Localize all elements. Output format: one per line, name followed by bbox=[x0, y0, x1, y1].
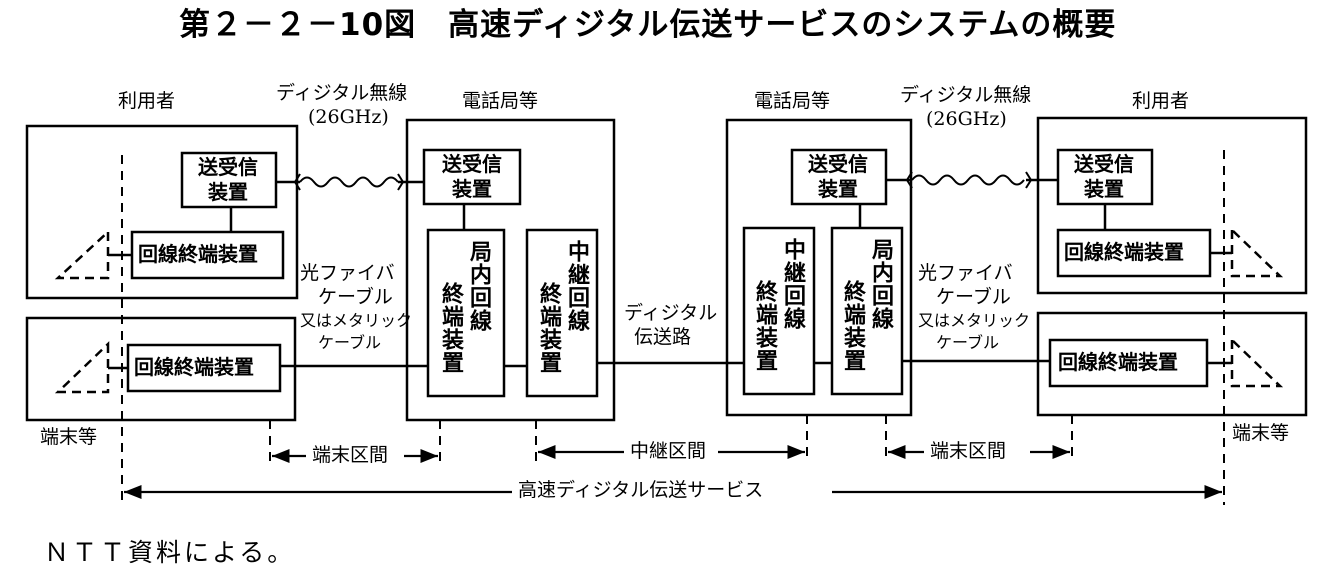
service-span-label: 高速ディジタル伝送サービス bbox=[518, 479, 764, 501]
left-office-frame bbox=[405, 118, 616, 422]
left-fiber-label-3: 又はメタリック bbox=[300, 311, 413, 330]
left-transceiver-label-1: 送受信 bbox=[198, 155, 258, 179]
left-frequency-label: (26GHz) bbox=[308, 106, 389, 128]
left-office-transceiver-label-2: 装置 bbox=[452, 177, 492, 201]
left-user-label: 利用者 bbox=[118, 90, 176, 112]
left-office-label: 電話局等 bbox=[462, 90, 539, 112]
right-office-transceiver-label-1: 送受信 bbox=[808, 152, 868, 176]
right-office-trunk-terminal-box bbox=[742, 226, 816, 396]
left-transceiver-box bbox=[180, 151, 278, 209]
right-fiber-label-1: 光ファイバ bbox=[918, 262, 1013, 284]
right-upper-terminal-triangle bbox=[1230, 227, 1284, 278]
right-office-local-col1: 局内回線 bbox=[868, 238, 894, 330]
right-transceiver-label-2: 装置 bbox=[1084, 177, 1124, 201]
right-fiber-label-2: ケーブル bbox=[936, 286, 1011, 308]
right-user-lower-frame bbox=[1036, 311, 1308, 417]
right-user-upper-frame bbox=[1036, 116, 1308, 295]
left-digital-radio-label: ディジタル無線 bbox=[276, 82, 408, 104]
left-fiber-label-1: 光ファイバ bbox=[300, 262, 395, 284]
left-upper-terminal-device-label: 回線終端装置 bbox=[138, 242, 258, 266]
left-terminal-section-label: 端末区間 bbox=[312, 444, 389, 466]
left-lower-terminal-device-label: 回線終端装置 bbox=[134, 355, 254, 379]
left-upper-terminal-triangle bbox=[54, 229, 110, 280]
left-transceiver-label-2: 装置 bbox=[208, 180, 248, 204]
left-fiber-label-2: ケーブル bbox=[318, 286, 393, 308]
left-fiber-label-4: ケーブル bbox=[318, 333, 382, 352]
right-fiber-label-4: ケーブル bbox=[936, 333, 1000, 352]
right-office-transceiver-label-2: 装置 bbox=[818, 177, 858, 201]
right-office-local-col2: 終端装置 bbox=[840, 280, 866, 372]
right-office-frame bbox=[725, 118, 913, 417]
digital-path-label-1: ディジタル bbox=[624, 302, 718, 324]
right-digital-radio-label: ディジタル無線 bbox=[900, 84, 1032, 106]
right-frequency-label: (26GHz) bbox=[926, 108, 1007, 130]
left-user-upper-frame bbox=[25, 124, 299, 300]
left-office-transceiver-label-1: 送受信 bbox=[442, 152, 502, 176]
left-user-lower-frame bbox=[25, 316, 297, 422]
left-office-transceiver-box bbox=[422, 148, 522, 206]
right-office-trunk-col2: 終端装置 bbox=[752, 280, 778, 372]
right-terminal-label: 端末等 bbox=[1232, 422, 1290, 444]
right-office-label: 電話局等 bbox=[754, 90, 831, 112]
right-lower-terminal-device-label: 回線終端装置 bbox=[1058, 350, 1178, 374]
left-office-local-col2: 終端装置 bbox=[438, 282, 464, 374]
left-terminal-label: 端末等 bbox=[40, 426, 98, 448]
digital-path-label-2: 伝送路 bbox=[634, 326, 692, 348]
right-upper-terminal-device-label: 回線終端装置 bbox=[1064, 240, 1184, 264]
right-transceiver-label-1: 送受信 bbox=[1074, 152, 1134, 176]
left-office-trunk-col2: 終端装置 bbox=[536, 282, 562, 374]
left-office-trunk-col1: 中継回線 bbox=[564, 240, 590, 332]
left-office-trunk-terminal-box bbox=[525, 228, 599, 398]
right-user-label: 利用者 bbox=[1132, 90, 1190, 112]
trunk-section-label: 中継区間 bbox=[630, 440, 707, 462]
left-lower-terminal-triangle bbox=[54, 341, 110, 394]
right-fiber-label-3: 又はメタリック bbox=[918, 311, 1031, 330]
left-office-local-col1: 局内回線 bbox=[466, 240, 492, 332]
left-office-local-terminal-box bbox=[426, 228, 506, 398]
right-terminal-section-label: 端末区間 bbox=[930, 440, 1007, 462]
right-lower-terminal-triangle bbox=[1230, 337, 1284, 388]
right-office-trunk-col1: 中継回線 bbox=[780, 238, 806, 330]
right-office-local-terminal-box bbox=[830, 226, 904, 396]
source-note: ＮＴＴ資料による。 bbox=[44, 538, 296, 567]
figure-title: 第２－２－10図 高速ディジタル伝送サービスのシステムの概要 bbox=[179, 7, 1117, 43]
right-office-transceiver-box bbox=[790, 148, 888, 206]
